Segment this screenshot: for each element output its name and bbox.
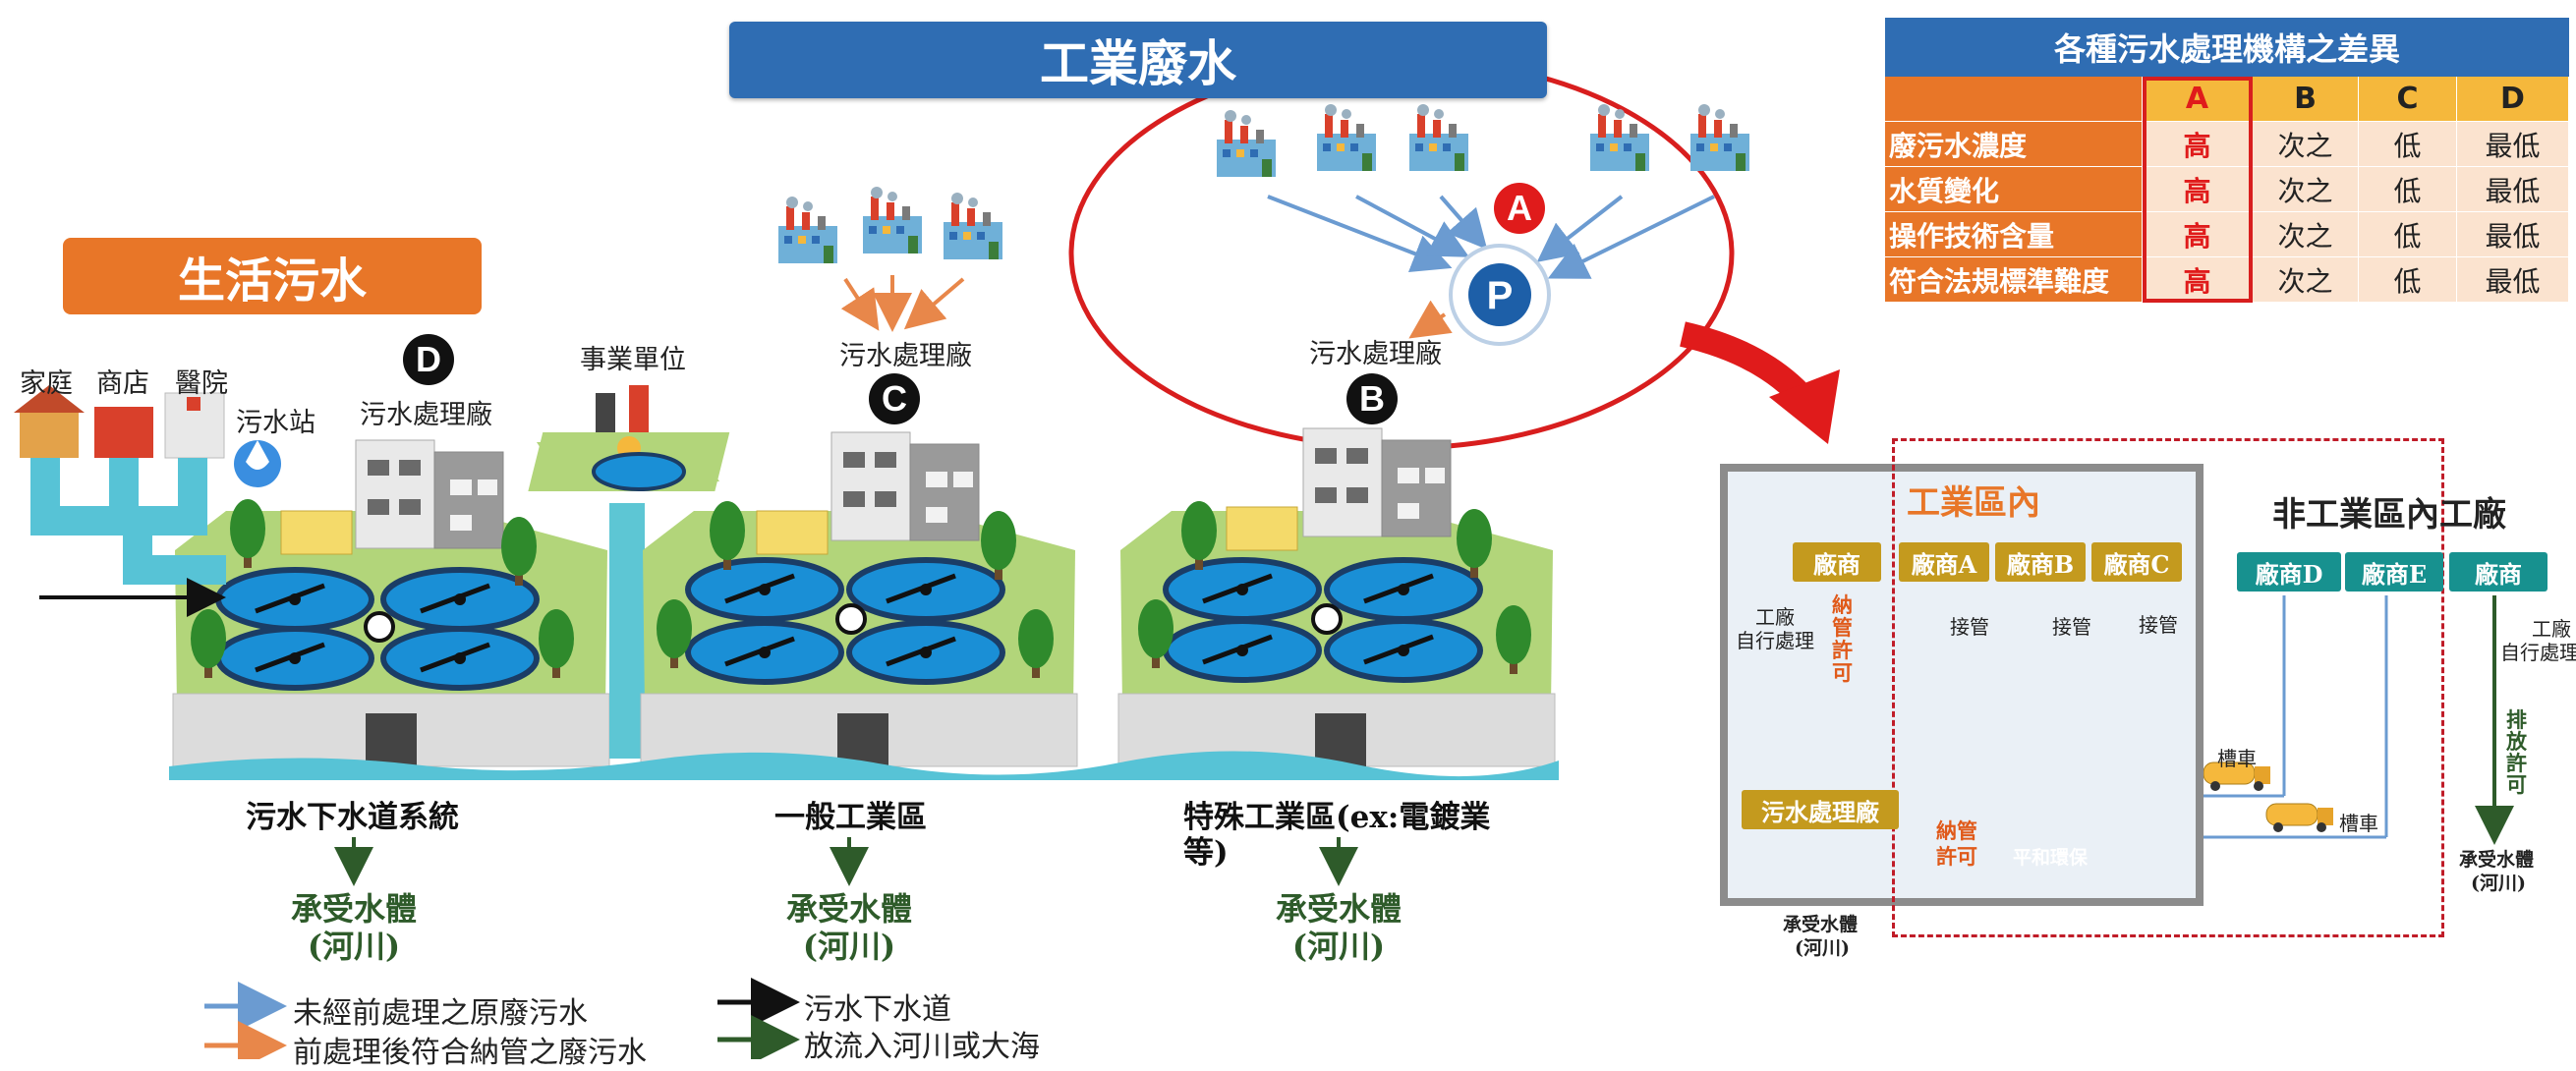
cell-b: 次之 [2253,122,2359,167]
inside-zone-title: 工業區內 [1907,483,2040,523]
row-label: 符合法規標準難度 [1885,257,2143,303]
cell-c: 低 [2359,212,2457,257]
plant-c-label: 污水處理廠 [839,341,972,371]
cell-a: 高 [2143,212,2253,257]
tanker-label-1: 槽車 [2217,747,2257,770]
legend-raw-wastewater: 未經前處理之原廢污水 [293,996,588,1031]
cell-b: 次之 [2253,257,2359,303]
comparison-table-title: 各種污水處理機構之差異 [1885,18,2569,77]
permit-vertical-label: 納管許可 [1832,592,1853,685]
home-label: 家庭 [20,368,73,399]
receiving-water-1: 承受水體 (河川) [275,890,432,965]
general-industrial-label: 一般工業區 [774,800,927,835]
header-empty [1885,77,2143,122]
inside-receiving-line2: (河川) [1795,937,1850,959]
sewer-system-label: 污水下水道系統 [246,800,459,835]
self-treat-line1: 工廠 [1755,605,1795,629]
shop-label: 商店 [96,368,149,399]
vendor-a-tag: 廠商A [1899,542,1989,582]
business-unit-label: 事業單位 [580,345,686,375]
table-row: 廢污水濃度 高 次之 低 最低 [1885,122,2569,167]
cell-c: 低 [2359,122,2457,167]
plant-d-label: 污水處理廠 [360,400,492,430]
header-b: B [2253,77,2359,122]
receiving-water-3: 承受水體 (河川) [1260,890,1417,965]
cell-b: 次之 [2253,167,2359,212]
industrial-zone-box [1720,464,2204,906]
connect-label-c: 接管 [2139,613,2178,637]
outside-self-treat-line1: 工廠 [2532,617,2571,641]
cell-d: 最低 [2457,167,2569,212]
hospital-label: 醫院 [175,368,228,399]
receiving-water-3-line1: 承受水體 [1275,890,1402,928]
pump-station-label: 污水站 [236,408,315,438]
legend-pretreated-wastewater: 前處理後符合納管之廢污水 [293,1036,647,1070]
special-industrial-label: 特殊工業區(ex:電鍍業 [1183,800,1491,835]
permit-h2: 許可 [1936,844,1977,869]
row-label: 水質變化 [1885,167,2143,212]
legend-discharge: 放流入河川或大海 [804,1030,1040,1064]
vendor-c-tag: 廠商C [2091,542,2182,582]
receiving-water-1-line2: (河川) [307,928,401,965]
svg-text:P: P [1487,274,1514,317]
letter-a-badge: A [1494,183,1545,234]
vendor-d-tag: 廠商D [2237,552,2341,592]
outside-receiving-line1: 承受水體 [2459,849,2535,871]
cell-d: 最低 [2457,257,2569,303]
receiving-water-3-line2: (河川) [1291,928,1386,965]
connect-label-b: 接管 [2052,615,2091,639]
domestic-sewage-banner: 生活污水 [63,238,482,314]
treatment-plant-tag: 污水處理廠 [1742,790,1899,829]
letter-d-badge: D [403,334,454,385]
cell-c: 低 [2359,257,2457,303]
header-a: A [2143,77,2253,122]
vendor-b-tag: 廠商B [1995,542,2086,582]
receiving-water-2-line1: 承受水體 [785,890,912,928]
comparison-table-header: A B C D [1885,77,2569,122]
receiving-water-1-line1: 承受水體 [290,890,417,928]
self-treat-line2: 自行處理 [1736,629,1814,652]
table-row: 符合法規標準難度 高 次之 低 最低 [1885,257,2569,303]
special-industrial-label-cont: 等) [1183,835,1229,871]
cell-c: 低 [2359,167,2457,212]
receiving-water-2-line2: (河川) [802,928,896,965]
vendor-outside-tag: 廠商 [2449,552,2547,592]
discharge-permit-label: 排放許可 [2506,707,2527,797]
cell-d: 最低 [2457,122,2569,167]
header-c: C [2359,77,2457,122]
plant-b-label: 污水處理廠 [1309,339,1442,369]
inside-receiving-line1: 承受水體 [1783,914,1859,935]
vendor-self-tag: 廠商 [1793,542,1881,582]
hub-name-label: 平和環保 [2013,847,2089,869]
row-label: 廢污水濃度 [1885,122,2143,167]
letter-b-badge: B [1346,373,1398,424]
cell-b: 次之 [2253,212,2359,257]
column-a-highlight [2143,77,2253,303]
cell-a: 高 [2143,122,2253,167]
header-d: D [2457,77,2569,122]
legend-sewer: 污水下水道 [804,992,951,1027]
row-label: 操作技術含量 [1885,212,2143,257]
outside-receiving-line2: (河川) [2471,873,2526,894]
industrial-wastewater-banner: 工業廢水 [729,22,1547,98]
table-row: 水質變化 高 次之 低 最低 [1885,167,2569,212]
vendor-e-tag: 廠商E [2345,552,2443,592]
letter-c-badge: C [869,373,920,424]
cell-a: 高 [2143,167,2253,212]
receiving-water-2: 承受水體 (河川) [771,890,928,965]
table-row: 操作技術含量 高 次之 低 最低 [1885,212,2569,257]
hub-service-area [1892,438,2444,937]
tanker-label-2: 槽車 [2339,812,2378,835]
outside-zone-title: 非工業區內工廠 [2272,495,2506,535]
permit-h1: 納管 [1936,818,1977,843]
connect-label-a: 接管 [1950,615,1989,639]
cell-d: 最低 [2457,212,2569,257]
outside-self-treat-line2: 自行處理 [2500,641,2576,664]
